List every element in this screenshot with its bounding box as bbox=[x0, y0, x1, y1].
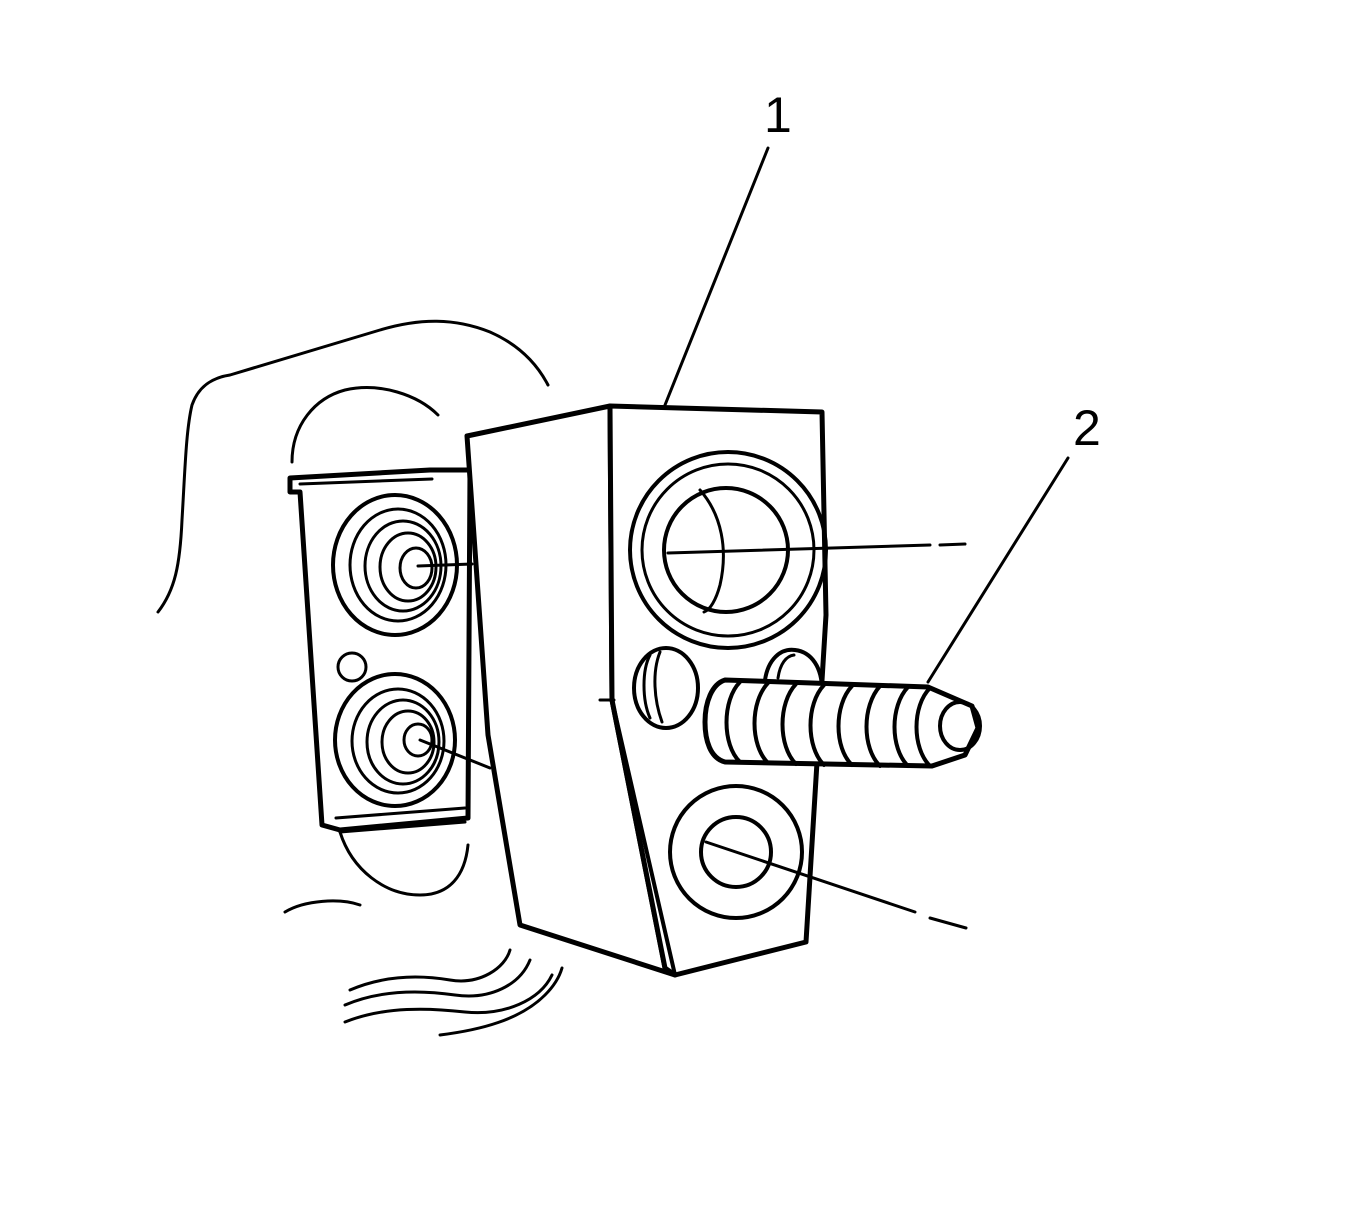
callout-label-2: 2 bbox=[1073, 400, 1101, 456]
mounting-flange bbox=[287, 386, 492, 897]
block-small-hole-left bbox=[632, 646, 700, 730]
hose-lines bbox=[283, 899, 564, 1037]
leader-line-2 bbox=[926, 456, 1070, 684]
threaded-stud bbox=[702, 677, 982, 769]
callout-leaders bbox=[663, 146, 1070, 684]
callout-label-1: 1 bbox=[764, 87, 792, 143]
evaporator-housing-outline bbox=[156, 319, 550, 614]
block-upper-port bbox=[628, 450, 967, 650]
block-lower-port bbox=[668, 784, 968, 930]
leader-line-1 bbox=[663, 146, 770, 407]
flange-lower-port bbox=[333, 672, 492, 808]
flange-upper-port bbox=[331, 493, 474, 637]
block-small-hole-right bbox=[763, 647, 824, 692]
